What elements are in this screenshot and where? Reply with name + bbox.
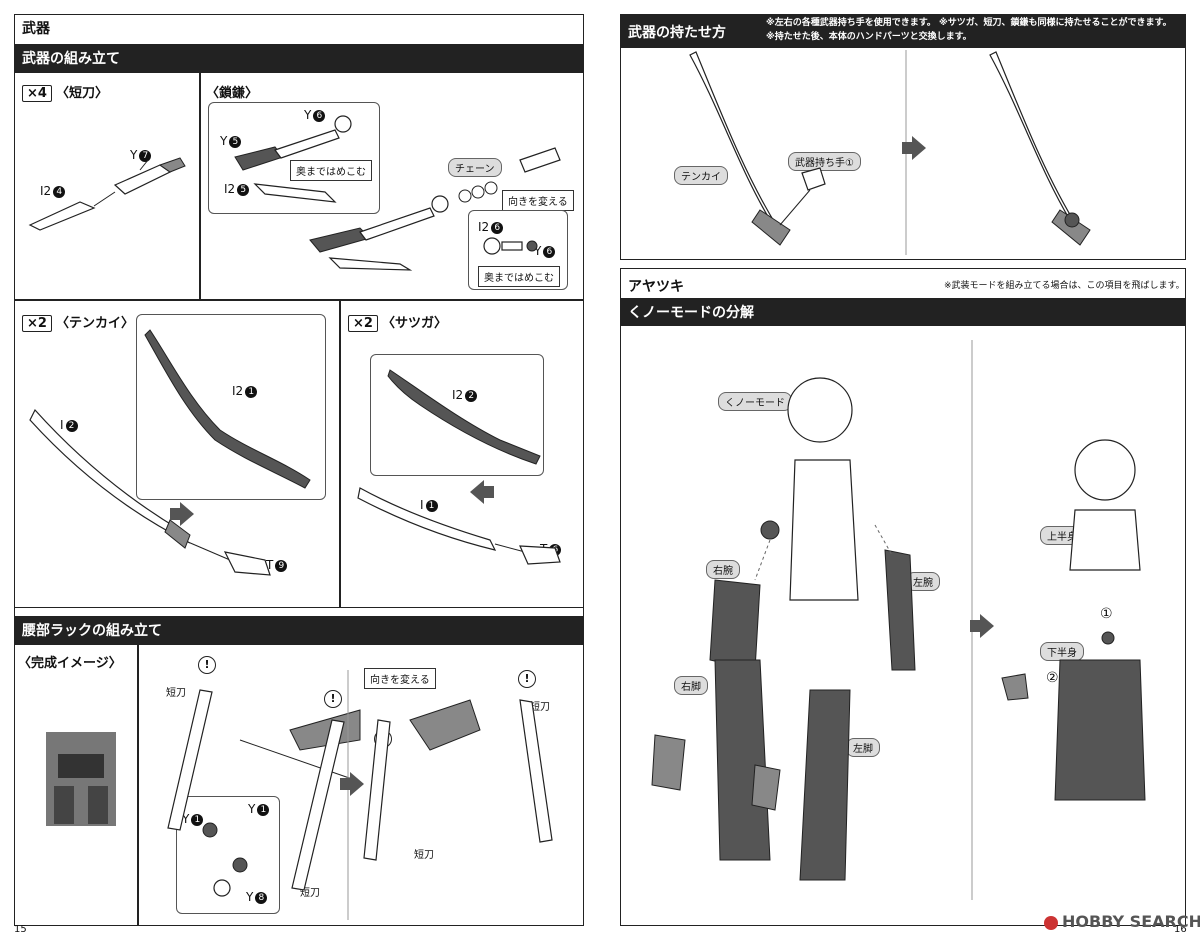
completed-image-title: 〈完成イメージ〉 bbox=[18, 656, 122, 671]
step-2: ② bbox=[1046, 670, 1059, 686]
hobby-search-watermark: HOBBY SEARCH bbox=[1044, 912, 1200, 931]
tenkai-illustration bbox=[29, 329, 311, 576]
label-tenkai-holding: テンカイ bbox=[674, 166, 728, 185]
completed-image-photo bbox=[46, 732, 116, 826]
kusarigama-main-illustration bbox=[309, 147, 561, 271]
left-page-title: 武器 bbox=[22, 21, 50, 37]
weapon-holding-panel bbox=[620, 14, 1186, 260]
chain-label: チェーン bbox=[448, 158, 502, 177]
label-tanto-b: 短刀 bbox=[300, 888, 320, 899]
tenkai-multiplier: ×2〈テンカイ〉 bbox=[22, 312, 134, 332]
kusarigama-small-part bbox=[483, 237, 538, 255]
push-in-tag: 奥まではめこむ bbox=[290, 160, 372, 181]
weapon-holding-note-2: ※持たせた後、本体のハンドパーツと交換します。 bbox=[766, 32, 972, 42]
caution-icon: ! bbox=[518, 670, 536, 688]
tenkai-title: 〈テンカイ〉 bbox=[55, 316, 134, 331]
waist-rack-illustration bbox=[167, 670, 553, 920]
satsuga-title: 〈サツガ〉 bbox=[381, 316, 447, 331]
label-weapon-hand: 武器持ち手① bbox=[788, 152, 861, 171]
right-page-number: 16 bbox=[1174, 924, 1187, 935]
rack-turn-tag: 向きを変える bbox=[364, 668, 436, 689]
push-in-tag-2: 奥まではめこむ bbox=[478, 266, 560, 287]
kunoichi-disassembly-header: くノーモードの分解 bbox=[620, 298, 1186, 326]
turn-direction-tag: 向きを変える bbox=[502, 190, 574, 211]
caution-icon: ! bbox=[198, 656, 216, 674]
tenkai-inset bbox=[136, 314, 326, 500]
tanto-panel bbox=[14, 72, 200, 300]
left-page-number: 15 bbox=[14, 924, 27, 935]
label-tanto-c: 短刀 bbox=[530, 702, 550, 713]
weapon-holding-title: 武器の持たせ方 bbox=[628, 25, 726, 41]
label-left-arm: 左腕 bbox=[906, 572, 940, 591]
label-tanto-d: 短刀 bbox=[414, 850, 434, 861]
label-right-leg: 右脚 bbox=[674, 676, 708, 695]
tanto-title: 〈短刀〉 bbox=[55, 86, 108, 101]
label-right-arm: 右腕 bbox=[706, 560, 740, 579]
kusarigama-title: 〈鎖鎌〉 bbox=[206, 86, 259, 101]
multiply-icon: ×4 bbox=[22, 85, 52, 102]
ayatsuki-note: ※武装モードを組み立てる場合は、この項目を飛ばします。 bbox=[944, 281, 1185, 291]
tanto-multiplier: ×4〈短刀〉 bbox=[22, 82, 108, 102]
waist-rack-header: 腰部ラックの組み立て bbox=[14, 616, 584, 644]
multiply-icon: ×2 bbox=[22, 315, 52, 332]
kunoichi-mode-illustration bbox=[651, 340, 1146, 900]
disassembly-step-arrow bbox=[970, 614, 994, 638]
waist-rack-step-arrow bbox=[340, 772, 364, 796]
satsuga-illustration bbox=[357, 369, 561, 565]
kusarigama-inset-illustration bbox=[234, 115, 352, 203]
tanto-illustration bbox=[28, 157, 186, 231]
weapon-assembly-header: 武器の組み立て bbox=[14, 44, 584, 72]
weapon-holding-illustration bbox=[689, 50, 1091, 255]
weapon-holding-step-arrow bbox=[902, 136, 926, 160]
satsuga-assemble-arrow bbox=[470, 480, 484, 504]
tenkai-assemble-arrow bbox=[170, 502, 194, 526]
ayatsuki-title: アヤツキ bbox=[628, 279, 684, 295]
weapon-holding-header: 武器の持たせ方 ※左右の各種武器持ち手を使用できます。 ※サツガ、短刀、鎖鎌も同… bbox=[620, 14, 1186, 48]
watermark-logo-icon bbox=[1044, 915, 1058, 930]
multiply-icon: ×2 bbox=[348, 315, 378, 332]
weapon-holding-note-1: ※左右の各種武器持ち手を使用できます。 ※サツガ、短刀、鎖鎌も同様に持たせること… bbox=[766, 18, 1172, 28]
caution-icon: ! bbox=[324, 690, 342, 708]
satsuga-multiplier: ×2〈サツガ〉 bbox=[348, 312, 447, 332]
step-1: ① bbox=[1100, 606, 1113, 622]
label-tanto-a: 短刀 bbox=[166, 688, 186, 699]
